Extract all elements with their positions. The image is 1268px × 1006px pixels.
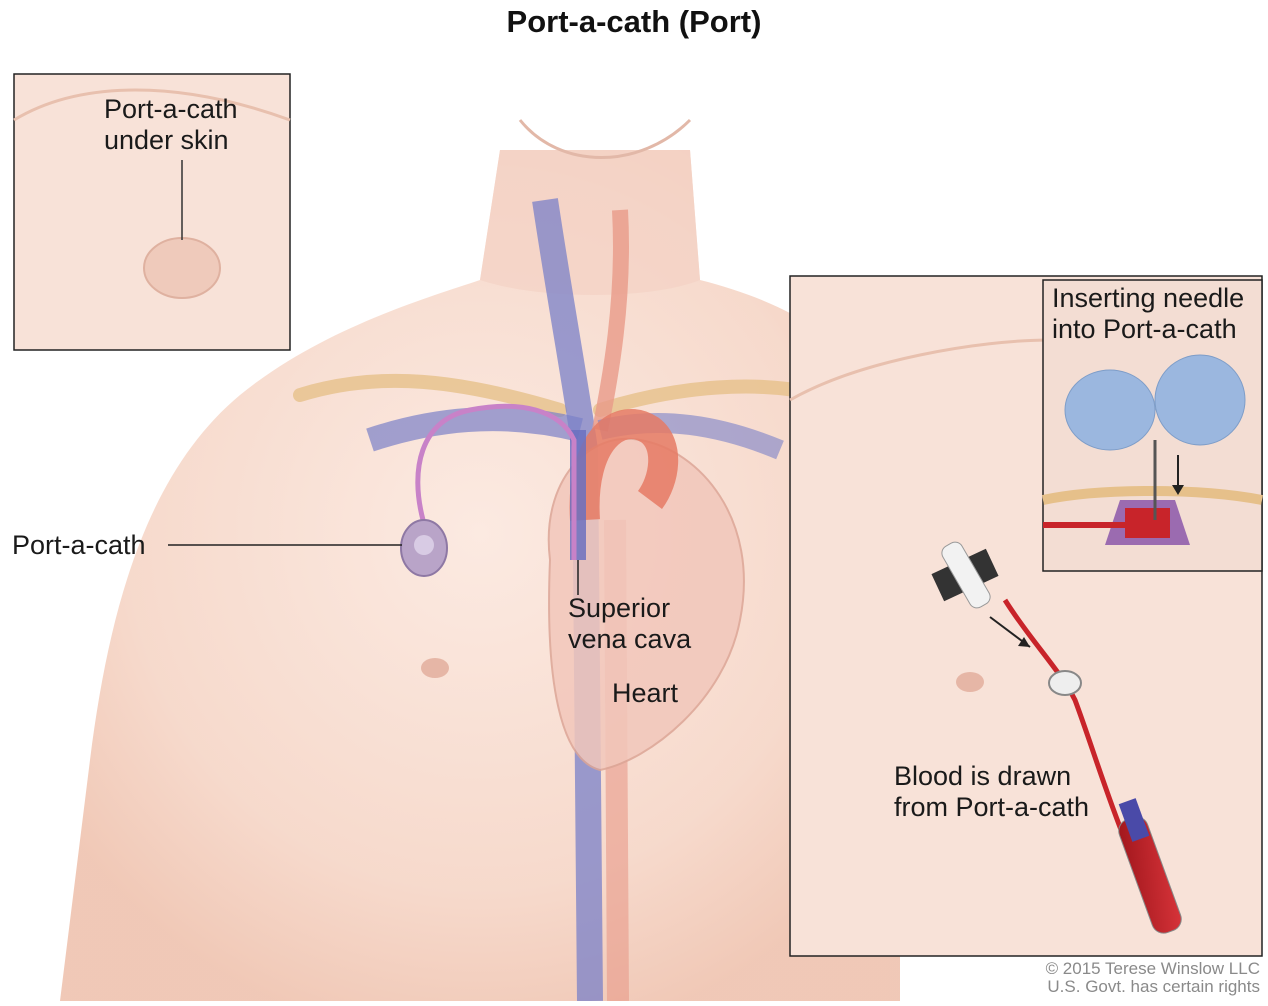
label-heart: Heart <box>612 678 678 709</box>
glove-left <box>1065 370 1155 450</box>
label-svc: Superior vena cava <box>568 593 691 655</box>
label-blood-drawn: Blood is drawn from Port-a-cath <box>894 761 1089 823</box>
port-reservoir-small <box>1125 508 1170 538</box>
inset-right-nipple <box>956 672 984 692</box>
copyright-credit: © 2015 Terese Winslow LLC U.S. Govt. has… <box>1046 960 1260 996</box>
port-septum <box>414 535 434 555</box>
inset-port-bump <box>144 238 220 298</box>
glove-right <box>1155 355 1245 445</box>
label-port: Port-a-cath <box>12 530 146 561</box>
figure-title: Port-a-cath (Port) <box>0 4 1268 40</box>
label-inserting-needle: Inserting needle into Port-a-cath <box>1052 283 1244 345</box>
nipple-left <box>421 658 449 678</box>
tube-clamp <box>1049 671 1081 695</box>
label-port-under-skin: Port-a-cath under skin <box>104 94 238 156</box>
neck-shadow <box>480 150 700 295</box>
